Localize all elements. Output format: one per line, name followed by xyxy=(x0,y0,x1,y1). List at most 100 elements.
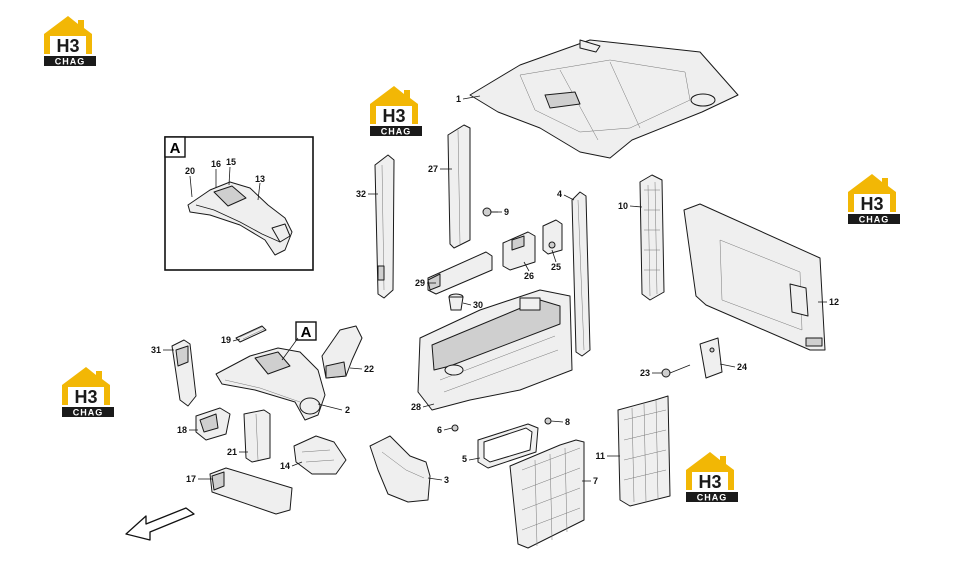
callout-leader-28 xyxy=(422,403,435,408)
callout-number-13: 13 xyxy=(255,174,265,184)
callout-number-23: 23 xyxy=(640,368,650,378)
part-1-roof-liner xyxy=(469,39,739,159)
part-8-screw xyxy=(544,417,552,425)
part-14-floor-duct xyxy=(293,435,347,475)
part-17-step xyxy=(209,467,293,515)
callout-leader-1 xyxy=(462,95,481,100)
callout-number-12: 12 xyxy=(829,297,839,307)
callout-number-32: 32 xyxy=(356,189,366,199)
callout-number-10: 10 xyxy=(618,201,628,211)
callout-number-2: 2 xyxy=(345,405,350,415)
watermark-sub-text: CHAG xyxy=(55,57,86,67)
part-5-gasket xyxy=(477,423,539,469)
callout-number-14: 14 xyxy=(280,461,290,471)
callout-number-6: 6 xyxy=(437,425,442,435)
detail-dash-recess xyxy=(213,185,247,207)
callout-number-3: 3 xyxy=(444,475,449,485)
callout-leader-25 xyxy=(551,249,557,263)
callout-leader-2 xyxy=(317,403,343,411)
part-21-vertical-duct xyxy=(243,409,271,463)
part-24-cover xyxy=(699,337,723,379)
part-27-pillar-trim xyxy=(447,124,471,249)
callout-number-29: 29 xyxy=(415,278,425,288)
callout-leader-8 xyxy=(550,420,564,423)
watermark-sub-text: CHAG xyxy=(697,493,728,503)
part-26-bracket xyxy=(502,231,536,271)
part-29-trim-strip xyxy=(427,251,493,295)
callout-number-26: 26 xyxy=(524,271,534,281)
part-22-duct xyxy=(321,325,363,379)
watermark-sub-text: CHAG xyxy=(73,408,104,418)
part-19-vent-grille xyxy=(235,325,267,343)
callout-number-11: 11 xyxy=(595,451,605,461)
callout-number-1: 1 xyxy=(456,94,461,104)
part-12-side-panel xyxy=(683,203,826,351)
callout-number-4: 4 xyxy=(557,189,562,199)
callout-leader-24 xyxy=(719,363,736,368)
part-11-mesh-panel xyxy=(617,395,671,507)
callout-number-28: 28 xyxy=(411,402,421,412)
callout-number-5: 5 xyxy=(462,454,467,464)
watermark-logo-text: H3 xyxy=(56,36,79,56)
callout-leader-26 xyxy=(523,261,530,272)
callout-leader-14 xyxy=(291,461,303,467)
detail-vent xyxy=(271,223,291,243)
callout-number-25: 25 xyxy=(551,262,561,272)
detail-dash-panel xyxy=(187,181,293,256)
callout-leader-22 xyxy=(349,367,363,370)
part-10-hatched-pillar xyxy=(639,174,665,301)
callout-number-27: 27 xyxy=(428,164,438,174)
part-23-fastener xyxy=(661,364,691,378)
callout-number-21: 21 xyxy=(227,447,237,457)
callout-number-17: 17 xyxy=(186,474,196,484)
callout-number-20: 20 xyxy=(185,166,195,176)
part-31-vent-trim xyxy=(171,339,197,407)
watermark-logo-text: H3 xyxy=(698,472,721,492)
part-25-clip xyxy=(542,219,563,255)
callout-number-16: 16 xyxy=(211,159,221,169)
watermark-sub-text: CHAG xyxy=(381,127,412,137)
part-2-dashboard xyxy=(215,347,326,421)
part-6-screw xyxy=(451,424,459,432)
callout-number-9: 9 xyxy=(504,207,509,217)
callout-A-label: A xyxy=(301,324,312,341)
watermark-sub-text: CHAG xyxy=(859,215,890,225)
callout-leader-19 xyxy=(232,338,241,342)
callout-A-box: A xyxy=(281,321,317,361)
part-18-duct xyxy=(195,407,231,441)
callout-number-31: 31 xyxy=(151,345,161,355)
part-32-left-pillar xyxy=(374,154,395,299)
callout-leader-3 xyxy=(427,477,443,481)
callout-number-19: 19 xyxy=(221,335,231,345)
callout-number-18: 18 xyxy=(177,425,187,435)
watermark-logo-text: H3 xyxy=(382,106,405,126)
callout-number-24: 24 xyxy=(737,362,747,372)
detail-view-frame: A xyxy=(164,136,314,271)
forward-direction-arrow xyxy=(125,507,195,541)
callout-leader-4 xyxy=(563,194,575,201)
callout-number-22: 22 xyxy=(364,364,374,374)
part-28-bulkhead xyxy=(417,289,573,411)
callout-number-30: 30 xyxy=(473,300,483,310)
watermark-logo-text: H3 xyxy=(74,387,97,407)
callout-number-8: 8 xyxy=(565,417,570,427)
callout-leader-5 xyxy=(468,457,481,461)
part-3-corner-trim xyxy=(369,435,431,503)
detail-view-label: A xyxy=(170,140,181,157)
callout-number-7: 7 xyxy=(593,476,598,486)
part-4-long-pillar xyxy=(571,191,591,357)
watermark-logo-text: H3 xyxy=(860,194,883,214)
part-30-cup xyxy=(448,293,464,311)
callout-leader-6 xyxy=(443,427,453,431)
callout-leader-30 xyxy=(462,302,472,306)
callout-leader-10 xyxy=(629,205,643,208)
callout-number-15: 15 xyxy=(226,157,236,167)
